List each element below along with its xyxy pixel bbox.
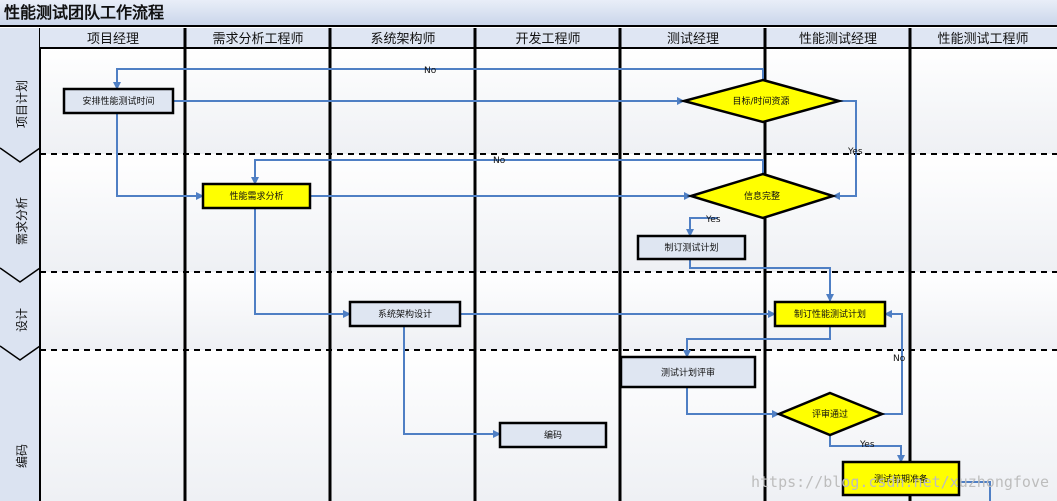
edge-n6-n10	[403, 326, 501, 438]
edge-n9-yes-n11	[829, 434, 905, 463]
edge-n1-n3	[116, 113, 204, 200]
node-schedule-perf-test-label: 安排性能测试时间	[82, 95, 154, 107]
node-review-passed-label: 评审通过	[812, 408, 848, 420]
row-label-requirements: 需求分析	[15, 197, 29, 245]
row-chevron-1	[0, 147, 41, 163]
node-system-arch-design-label: 系统架构设计	[378, 308, 432, 320]
node-system-arch-design: 系统架构设计	[348, 300, 462, 328]
row-chevron-3	[0, 345, 41, 361]
edge-n2-yes-n4	[832, 100, 857, 200]
node-info-complete-label: 信息完整	[744, 190, 780, 202]
label-yes-3: Yes	[859, 440, 875, 450]
node-perf-requirement-analysis-label: 性能需求分析	[229, 190, 283, 202]
row-band-design	[40, 272, 1057, 350]
node-review-passed: 评审通过	[775, 391, 886, 437]
edge-n8-n9	[686, 387, 780, 418]
node-goal-time-resource: 目标/时间资源	[679, 78, 844, 124]
edge-n2-no-n1	[113, 68, 764, 90]
label-no-2: No	[493, 156, 506, 166]
column-header-1: 项目经理	[87, 32, 139, 47]
node-coding: 编码	[498, 421, 608, 449]
edge-n7-n8	[683, 326, 831, 358]
node-test-plan-review-label: 测试计划评审	[661, 367, 715, 379]
column-header-6: 性能测试经理	[799, 32, 877, 47]
diagram-title: 性能测试团队工作流程	[4, 3, 164, 22]
row-label-design: 设计	[15, 308, 29, 332]
row-header-strip	[0, 28, 40, 501]
label-no-1: No	[424, 66, 437, 76]
node-schedule-perf-test: 安排性能测试时间	[62, 87, 175, 115]
node-make-perf-test-plan-label: 制订性能测试计划	[794, 308, 866, 320]
column-header-7: 性能测试工程师	[937, 32, 1028, 47]
column-header-4: 开发工程师	[515, 31, 580, 47]
column-header-2: 需求分析工程师	[212, 32, 303, 47]
node-make-test-plan: 制订测试计划	[636, 234, 747, 261]
node-goal-time-resource-label: 目标/时间资源	[732, 95, 789, 107]
row-label-plan: 项目计划	[15, 80, 29, 128]
node-perf-requirement-analysis: 性能需求分析	[201, 182, 312, 210]
column-header-3: 系统架构师	[370, 32, 435, 47]
title-bar	[0, 0, 1057, 26]
edge-n4-yes-n5	[686, 217, 718, 237]
node-info-complete: 信息完整	[686, 172, 838, 220]
row-label-coding: 编码	[14, 444, 29, 468]
node-test-plan-review: 测试计划评审	[619, 355, 757, 389]
node-make-perf-test-plan: 制订性能测试计划	[773, 300, 887, 328]
column-header-bar	[40, 28, 1057, 48]
node-make-test-plan-label: 制订测试计划	[664, 242, 718, 254]
edge-n4-no-n3	[251, 159, 764, 185]
row-band-requirements	[40, 154, 1057, 272]
node-test-preparation-label: 测试前期准备	[874, 473, 928, 485]
edge-n9-no-n7	[882, 310, 903, 415]
label-yes-1: Yes	[847, 147, 863, 157]
edge-n3-n6	[254, 208, 351, 318]
label-no-3: No	[893, 354, 906, 364]
label-yes-2: Yes	[705, 215, 721, 225]
edge-n11-out	[959, 481, 991, 501]
watermark: https://blog.csdn.net/xuzhongfove	[751, 473, 1049, 491]
node-coding-label: 编码	[544, 429, 562, 441]
column-header-5: 测试经理	[667, 32, 719, 47]
edge-n5-n7	[689, 259, 834, 302]
node-test-preparation: 测试前期准备	[841, 460, 961, 497]
row-chevron-2	[0, 267, 41, 283]
